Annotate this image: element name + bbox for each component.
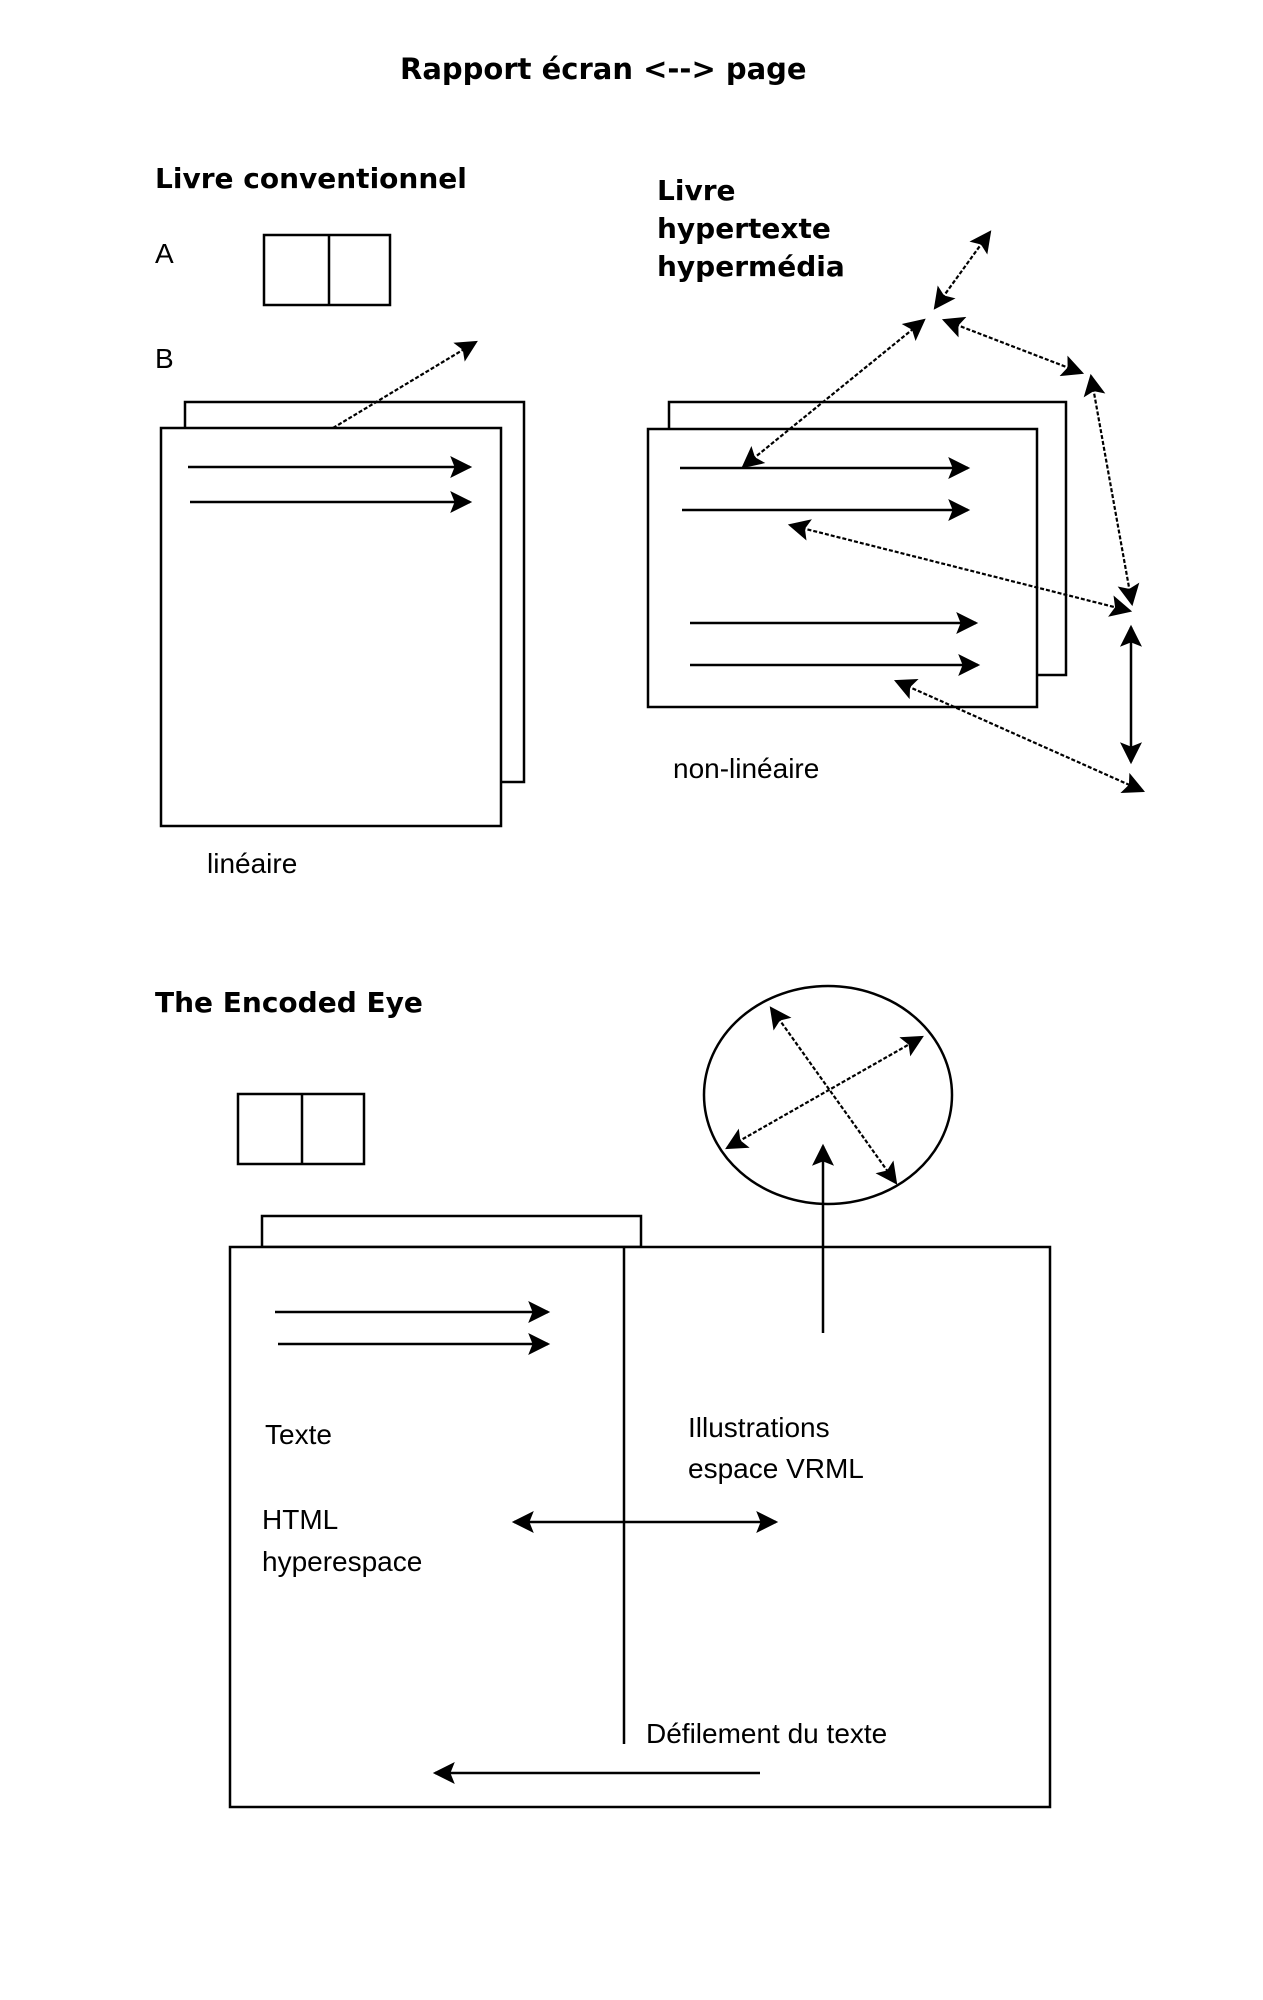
encoded-eye-section: The Encoded Eye Texte HTML hyperespace I… — [155, 984, 1052, 1809]
link-arrow-to-page — [741, 318, 926, 469]
link-arrow-top — [933, 230, 992, 310]
nonlinear-caption: non-linéaire — [673, 753, 819, 784]
label-b: B — [155, 343, 174, 374]
screen-layout — [228, 1143, 1052, 1809]
link-arrow-down — [1083, 373, 1140, 607]
sphere-arrow-diag-2 — [725, 1035, 924, 1150]
page-stack-linear — [159, 340, 526, 828]
link-arrow-bottom — [893, 679, 1146, 793]
sphere-arrow-diag-1 — [769, 1006, 898, 1185]
scroll-label: Défilement du texte — [646, 1718, 887, 1749]
html-label-line-1: HTML — [262, 1504, 338, 1535]
hypertext-heading-line-3: hypermédia — [657, 250, 845, 283]
open-book-icon-a — [262, 233, 392, 307]
text-label: Texte — [265, 1419, 332, 1450]
page-title: Rapport écran <--> page — [400, 52, 807, 86]
illustrations-label-line-1: Illustrations — [688, 1412, 830, 1443]
hypertext-book-section: Livre hypertexte hypermédia non-linéaire — [646, 174, 1146, 793]
hyperlink-arrows — [741, 230, 1146, 793]
html-label-line-2: hyperespace — [262, 1546, 422, 1577]
vrml-space-sphere — [702, 984, 954, 1206]
conventional-book-section: Livre conventionnel A B linéaire — [155, 162, 526, 879]
label-a: A — [155, 238, 174, 269]
page-stack-nonlinear — [646, 400, 1068, 709]
linear-caption: linéaire — [207, 848, 297, 879]
open-book-icon-b — [236, 1092, 366, 1166]
encoded-eye-heading: The Encoded Eye — [155, 986, 423, 1019]
screen-tab — [260, 1214, 643, 1249]
hypertext-heading-line-1: Livre — [657, 174, 736, 207]
conventional-heading: Livre conventionnel — [155, 162, 467, 195]
screen-frame — [228, 1245, 1052, 1809]
link-arrow-mid — [787, 519, 1133, 617]
exit-arrow — [332, 340, 478, 429]
link-arrow-right — [941, 316, 1085, 377]
hypertext-heading-line-2: hypertexte — [657, 212, 831, 245]
front-page — [159, 426, 503, 828]
illustrations-label-line-2: espace VRML — [688, 1453, 864, 1484]
